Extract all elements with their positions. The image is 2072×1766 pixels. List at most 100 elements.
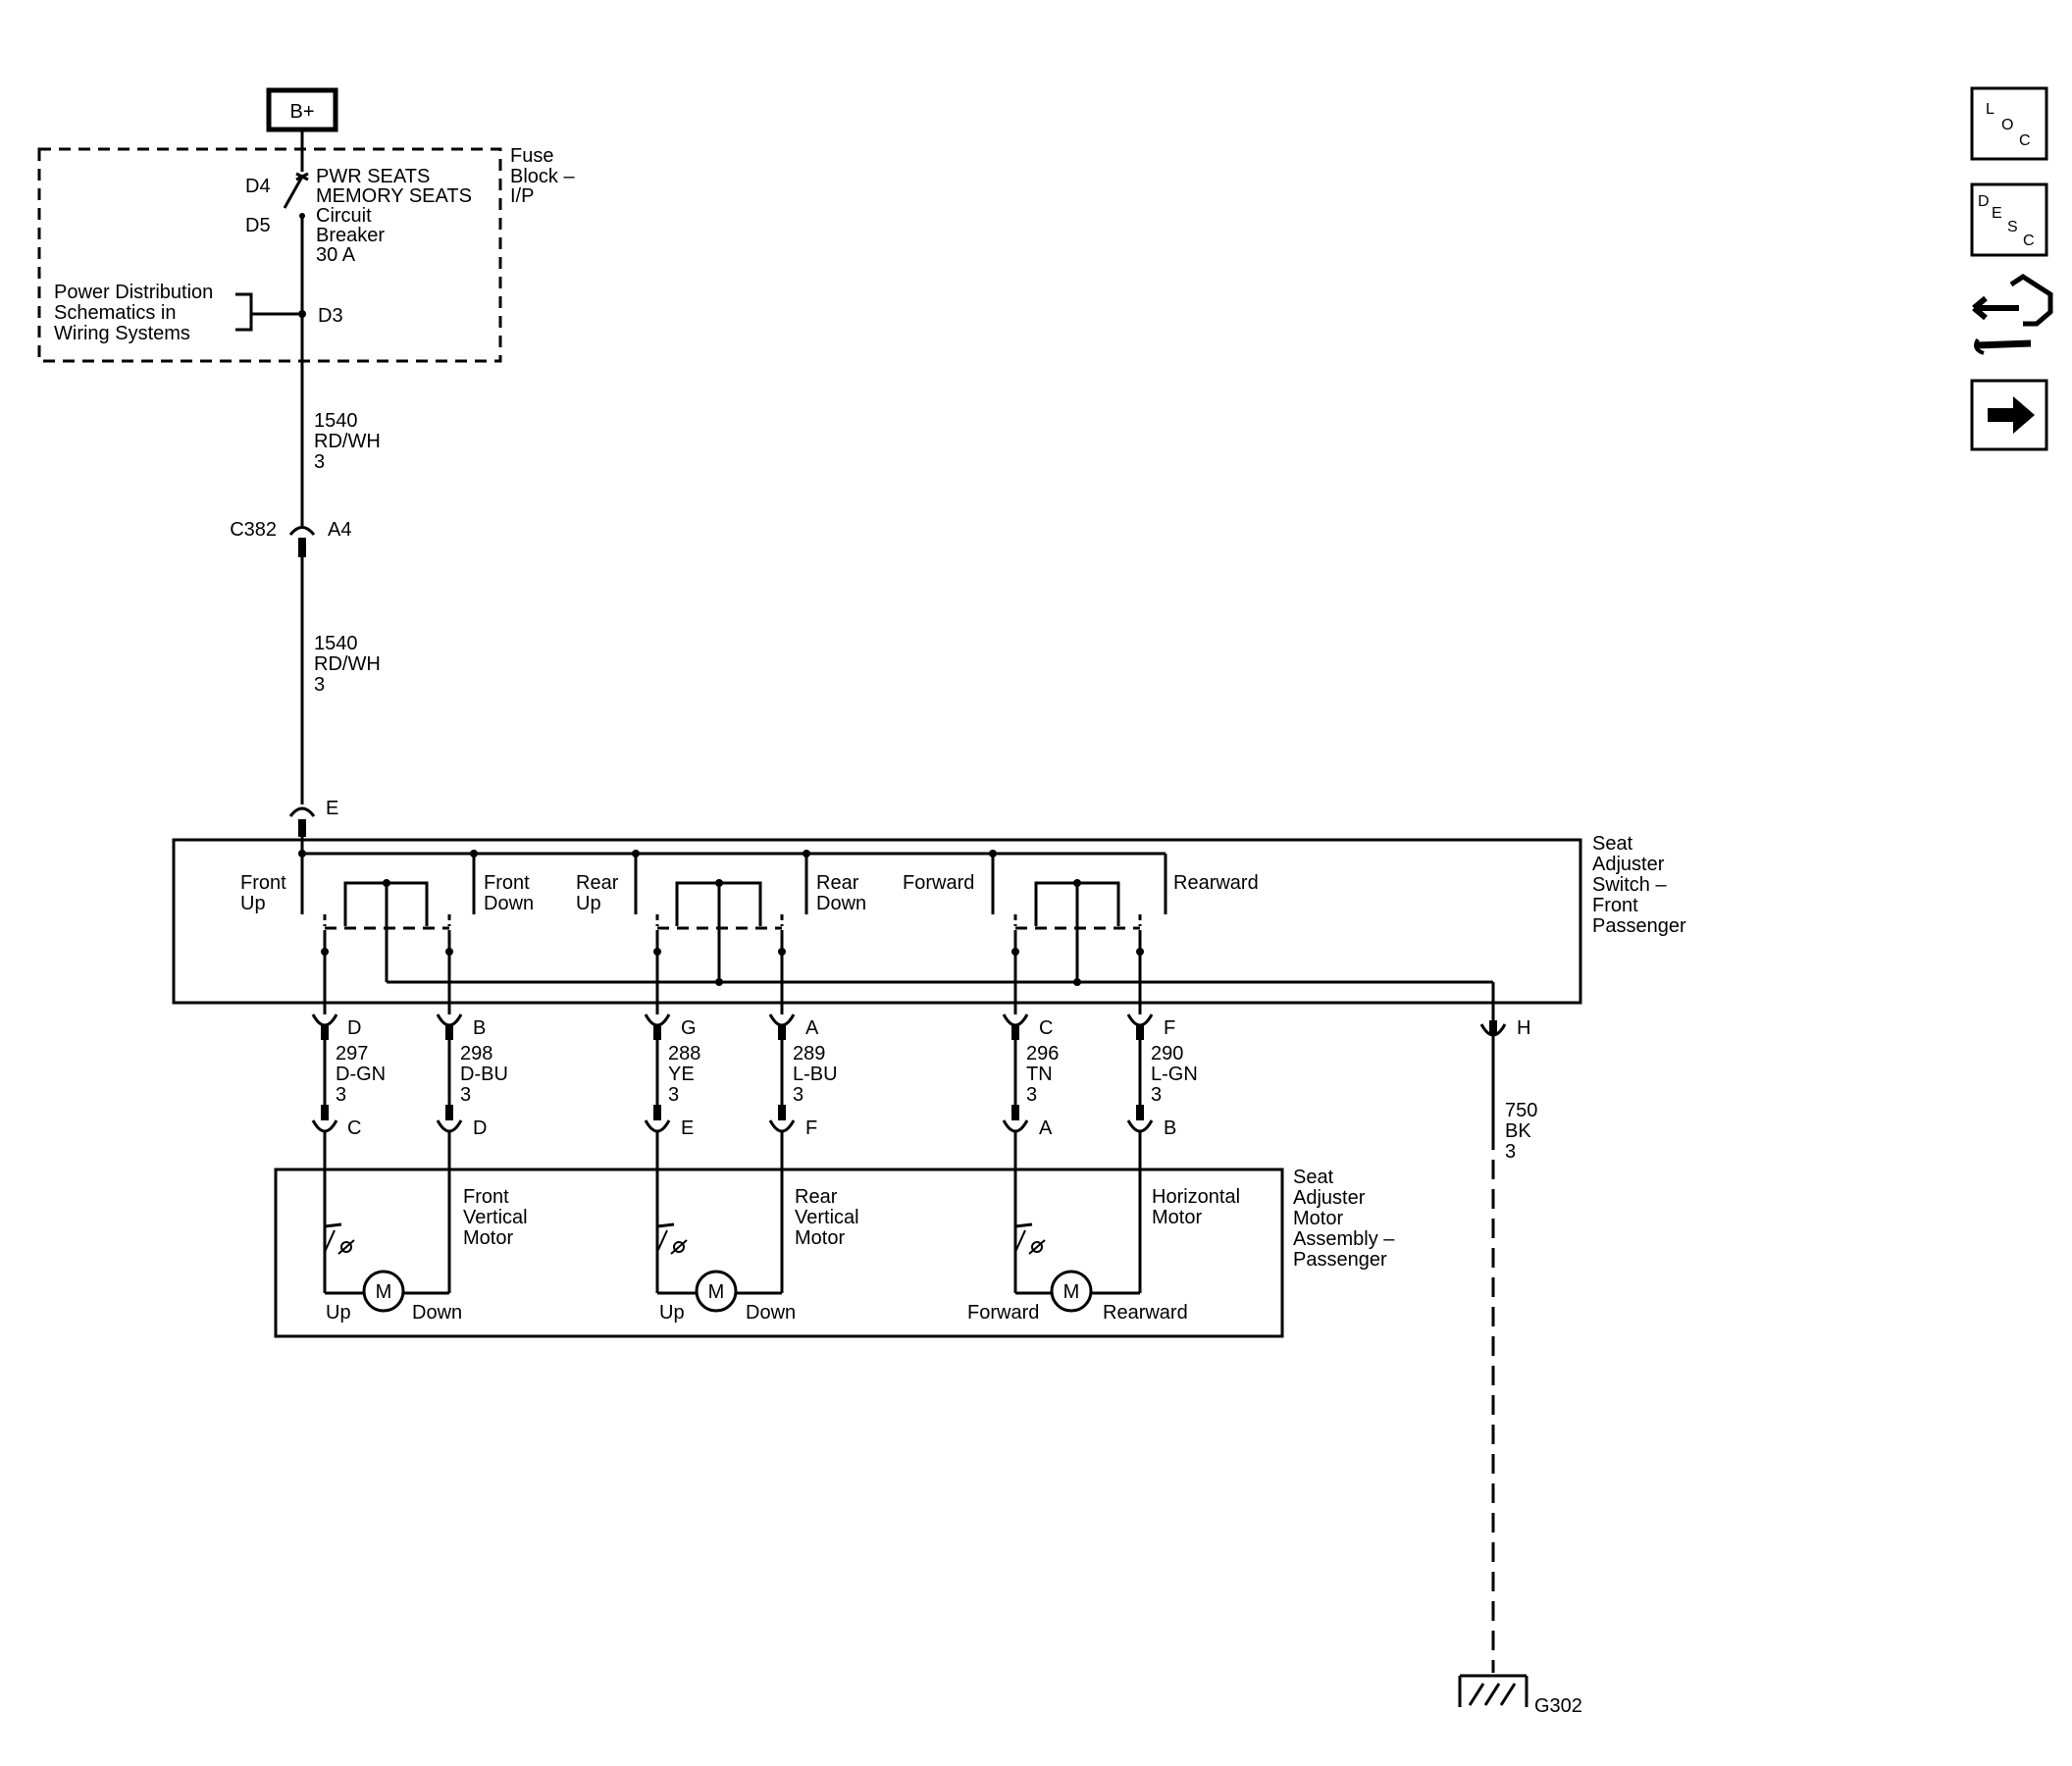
label-rear-down-1: Rear [816, 872, 859, 894]
wire-3-circuit: 288 [668, 1043, 700, 1065]
wire-col-3: G 288 YE 3 E [644, 1013, 700, 1221]
motor-assembly-name-2: Adjuster [1293, 1187, 1366, 1209]
switch-name-4: Front [1592, 895, 1638, 916]
wire-6-bottom-pin: B [1164, 1117, 1176, 1139]
breaker-line-1: PWR SEATS [316, 166, 430, 187]
wire-4-size: 3 [793, 1084, 803, 1106]
wire-2-top-pin: B [473, 1017, 486, 1039]
loc-l: L [1986, 101, 1994, 118]
wire-5-color: TN [1026, 1064, 1053, 1085]
motor-2-name-2: Vertical [795, 1207, 859, 1228]
ground-icon [1458, 1674, 1528, 1707]
wire-3-color: YE [668, 1064, 695, 1085]
label-front-down-2: Down [484, 893, 534, 914]
wire-1-circuit: 297 [336, 1043, 368, 1065]
ground-wire-color: BK [1505, 1120, 1531, 1142]
circuit-breaker-icon [283, 172, 309, 361]
desc-d: D [1978, 193, 1990, 210]
label-rear-up-2: Up [576, 893, 601, 914]
wire-upper-size: 3 [314, 451, 325, 473]
pin-d5: D5 [245, 215, 271, 236]
fuse-block-name-1: Fuse [510, 145, 553, 167]
battery-label: B+ [289, 101, 314, 123]
power-ref-2: Schematics in [54, 302, 177, 324]
fuse-block-outline [37, 147, 502, 363]
next-arrow-icon[interactable] [1970, 379, 2048, 451]
wire-2-color: D-BU [460, 1064, 508, 1085]
wire-3-bottom-pin: E [681, 1117, 694, 1139]
label-front-up-2: Up [240, 893, 266, 914]
motor-1-right: Down [412, 1302, 462, 1324]
wire-2-size: 3 [460, 1084, 471, 1106]
switch-pin-e: E [326, 798, 338, 819]
power-ref-3: Wiring Systems [54, 323, 190, 344]
motor-3-name-1: Horizontal [1152, 1186, 1240, 1208]
connector-c382: C382 [230, 519, 277, 541]
wire-col-2: B 298 D-BU 3 D [436, 1013, 508, 1283]
wire-6-color: L-GN [1151, 1064, 1198, 1085]
wire-col-1: D 297 D-GN 3 C [311, 1013, 386, 1221]
wire-2-circuit: 298 [460, 1043, 492, 1065]
label-forward: Forward [903, 872, 974, 894]
ground-wire-size: 3 [1505, 1141, 1516, 1163]
motor-1-name-1: Front [463, 1186, 509, 1208]
breaker-line-2: MEMORY SEATS [316, 185, 472, 207]
wire-4-top-pin: A [805, 1017, 819, 1039]
motor-assembly-name-3: Motor [1293, 1208, 1343, 1229]
wire-6-top-pin: F [1164, 1017, 1175, 1039]
wire-lower-size: 3 [314, 674, 325, 696]
motor-assembly-name-4: Assembly – [1293, 1228, 1395, 1250]
wire-lower-circuit: 1540 [314, 633, 358, 654]
wire-1-size: 3 [336, 1084, 346, 1106]
wire-upper-color: RD/WH [314, 431, 381, 452]
wire-4-bottom-pin: F [805, 1117, 817, 1139]
desc-s: S [2007, 219, 2018, 235]
motor-2-name-3: Motor [795, 1227, 845, 1249]
pin-d4: D4 [245, 176, 271, 197]
fuse-block-name-3: I/P [510, 185, 534, 207]
loc-button[interactable]: L O C [1970, 86, 2048, 161]
breaker-line-4: Breaker [316, 225, 385, 246]
motor-1-name-3: Motor [463, 1227, 513, 1249]
motor-3-name-2: Motor [1152, 1207, 1202, 1228]
wire-6-circuit: 290 [1151, 1043, 1183, 1065]
wire-lower-color: RD/WH [314, 653, 381, 675]
switch-name-2: Adjuster [1592, 854, 1665, 875]
switch-name-5: Passenger [1592, 915, 1686, 937]
label-rear-up-1: Rear [576, 872, 619, 894]
ground-wire-circuit: 750 [1505, 1100, 1537, 1121]
loc-c: C [2019, 132, 2031, 149]
label-rearward: Rearward [1173, 872, 1259, 894]
motor-2-name-1: Rear [795, 1186, 838, 1208]
wire-1-top-pin: D [347, 1017, 361, 1039]
desc-button[interactable]: D E S C [1970, 182, 2048, 257]
pin-d3: D3 [318, 305, 343, 327]
wire-5-top-pin: C [1039, 1017, 1053, 1039]
power-ref-1: Power Distribution [54, 282, 213, 303]
motor-3-right: Rearward [1103, 1302, 1188, 1324]
motor-3-left: Forward [967, 1302, 1039, 1324]
motor-2-icon [695, 1270, 738, 1313]
switch-name-3: Switch – [1592, 874, 1667, 896]
fuse-block-name-2: Block – [510, 166, 575, 187]
switch-box [172, 838, 1582, 1005]
loc-o: O [2001, 117, 2013, 133]
motor-1-icon [362, 1270, 405, 1313]
motor-3-icon [1050, 1270, 1093, 1313]
switch-name-1: Seat [1592, 833, 1633, 855]
motor-2-left: Up [659, 1302, 685, 1324]
wire-4-circuit: 289 [793, 1043, 825, 1065]
desc-c: C [2023, 233, 2035, 249]
wire-col-5: C 296 TN 3 A [1002, 1013, 1059, 1221]
wire-1-bottom-pin: C [347, 1117, 361, 1139]
motor-1-symbol: M [376, 1281, 392, 1303]
connector-icon[interactable] [1972, 274, 2053, 355]
wire-2-bottom-pin: D [473, 1117, 487, 1139]
wire-5-size: 3 [1026, 1084, 1037, 1106]
rear-vertical-motor: M Rear Vertical Motor Up Down [655, 1186, 859, 1324]
wire-4-color: L-BU [793, 1064, 838, 1085]
horizontal-motor: M Horizontal Motor Forward Rearward [967, 1186, 1240, 1324]
wire-1-color: D-GN [336, 1064, 386, 1085]
desc-e: E [1992, 205, 2002, 222]
